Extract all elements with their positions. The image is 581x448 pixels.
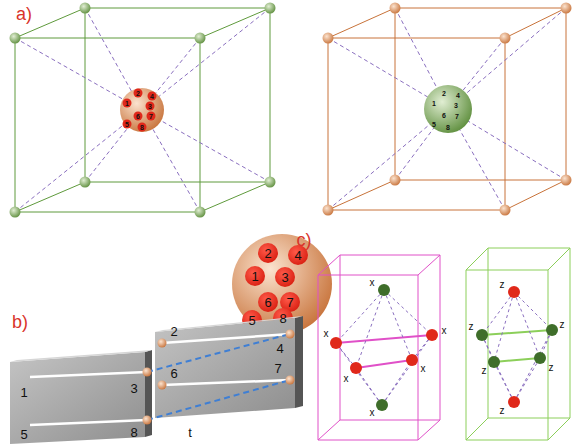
hopping-label: t [188,426,192,439]
orbital-label: x [370,408,375,418]
site-number: 2 [170,325,177,338]
center-sphere [424,85,472,133]
enlarged-sphere [232,234,332,334]
site-number: 4 [294,249,301,262]
corner-atoms [323,3,572,216]
site-number: 3 [148,103,152,110]
dashed-diagonals [15,8,270,212]
panel-label: b) [12,313,28,331]
site-number: 4 [456,92,460,99]
atoms [330,284,438,411]
orbital-label: x [421,364,426,374]
site-number: 7 [149,113,153,120]
site-number: 1 [432,100,436,107]
site-number: 5 [432,121,436,128]
site-number: 7 [455,113,459,120]
site-number: 3 [130,382,137,395]
orbital-label: z [469,322,474,332]
dashed-bonds [482,292,552,402]
cell-green [466,248,570,440]
site-number: 6 [170,367,177,380]
plate-left [10,350,152,444]
site-number: 1 [251,270,258,283]
site-number: 8 [130,426,137,439]
atoms [476,286,558,408]
site-number: 5 [248,314,255,327]
site-dots [123,89,157,132]
orbital-label: z [500,406,505,416]
dashed-diagonals [328,8,566,210]
panel-label: c) [297,231,312,249]
orbital-label: z [500,280,505,290]
dashed-bonds [336,290,432,405]
site-number: 8 [446,124,450,131]
cube-right [328,8,566,210]
site-number: 2 [136,90,140,97]
site-number: 4 [150,93,154,100]
orbital-label: x [324,329,329,339]
cell-pink [318,255,440,440]
site-number: 7 [274,362,281,375]
orbital-label: z [560,320,565,330]
cube-left [15,8,270,212]
bonds [336,335,432,368]
site-number: 6 [136,113,140,120]
site-number: 5 [20,428,27,441]
site-dots [143,330,295,425]
corner-atoms [10,3,276,218]
orbital-label: x [442,326,447,336]
site-number: 1 [125,100,129,107]
white-bonds [30,334,290,425]
site-number: 5 [125,121,129,128]
site-number: 3 [281,271,288,284]
orbital-label: x [370,278,375,288]
site-number: 1 [20,386,27,399]
site-number: 3 [454,102,458,109]
site-number: 6 [264,296,271,309]
site-number: 2 [442,90,446,97]
site-number: 8 [140,124,144,131]
center-sphere [120,88,164,132]
orbital-label: z [549,363,554,373]
orbital-label: z [482,366,487,376]
hopping-lines [147,334,290,420]
plate-right [155,316,303,418]
panel-label: a) [16,5,32,23]
site-number: 6 [442,112,446,119]
site-number: 8 [279,312,286,325]
site-number: 4 [276,342,283,355]
orbital-label: x [344,374,349,384]
site-number: 7 [286,296,293,309]
site-number: 2 [264,247,271,260]
